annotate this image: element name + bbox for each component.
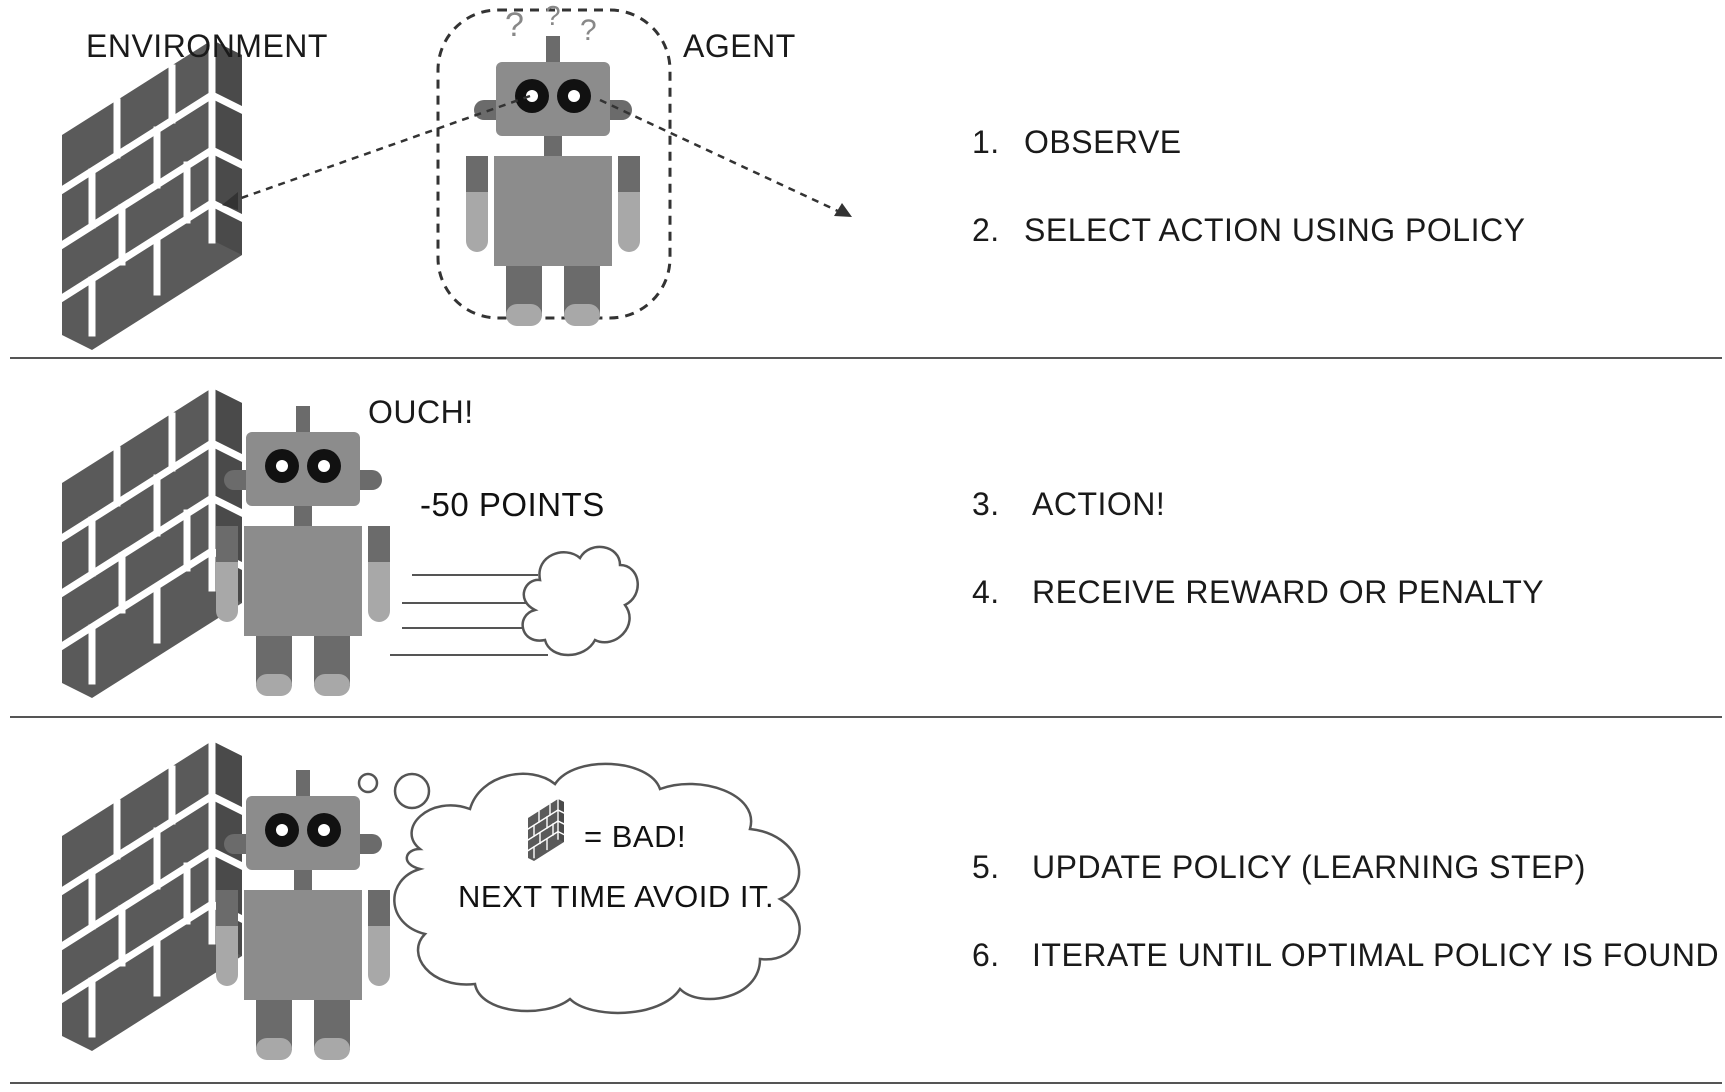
step-number: 3. — [972, 486, 1000, 522]
step-update-policy: 5. UPDATE POLICY (LEARNING STEP) — [972, 849, 1586, 886]
panel-action: OUCH! -50 POINTS 3. ACTION! 4. RECEIVE REW… — [0, 360, 1725, 717]
thought-cloud — [393, 762, 801, 1015]
step-number: 1. — [972, 124, 1000, 160]
agent-label: AGENT — [683, 28, 796, 64]
action-arrow-head — [834, 203, 852, 217]
step-number: 6. — [972, 937, 1000, 973]
bad-equation: = BAD! — [584, 819, 687, 854]
agent-robot-icon — [216, 406, 390, 696]
step-text: UPDATE POLICY (LEARNING STEP) — [1032, 849, 1586, 885]
update-illustration — [0, 719, 801, 1060]
panel-update: = BAD! NEXT TIME AVOID IT. 5. UPDATE POLI… — [0, 719, 1725, 1082]
action-illustration — [0, 360, 639, 717]
step-text: ITERATE UNTIL OPTIMAL POLICY IS FOUND — [1032, 937, 1720, 973]
brick-wall-icon — [62, 741, 242, 1051]
panel-observe: ? ? ? ENVIRONMENT AGENT 1. OBSERVE 2. SELE… — [0, 0, 1725, 358]
agent-boundary — [436, 8, 672, 320]
step-number: 5. — [972, 849, 1000, 885]
brick-wall-icon — [62, 388, 242, 698]
step-action: 3. ACTION! — [972, 486, 1165, 523]
divider-3 — [10, 1082, 1722, 1084]
question-mark-2: ? — [545, 0, 562, 31]
avoid-note: NEXT TIME AVOID IT. — [458, 879, 775, 914]
environment-label: ENVIRONMENT — [86, 28, 328, 64]
agent-robot-icon — [466, 36, 640, 326]
observe-arrow-head — [222, 192, 238, 210]
divider-1 — [10, 357, 1722, 359]
step-observe: 1. OBSERVE — [972, 124, 1182, 161]
step-text: OBSERVE — [1024, 124, 1182, 160]
step-text: RECEIVE REWARD OR PENALTY — [1032, 574, 1545, 610]
brick-wall-icon — [62, 40, 242, 350]
observe-arrow — [229, 94, 531, 204]
dust-cloud-icon — [521, 545, 639, 657]
divider-2 — [10, 716, 1722, 718]
step-receive-reward: 4. RECEIVE REWARD OR PENALTY — [972, 574, 1544, 611]
step-number: 4. — [972, 574, 1000, 610]
thought-dot-large — [393, 772, 431, 810]
thought-dot-small — [357, 772, 379, 794]
step-iterate: 6. ITERATE UNTIL OPTIMAL POLICY IS FOUND — [972, 937, 1719, 974]
question-mark-3: ? — [580, 14, 598, 47]
question-mark-1: ? — [505, 6, 525, 44]
step-number: 2. — [972, 212, 1000, 248]
observe-illustration — [0, 8, 852, 358]
action-arrow — [599, 98, 841, 214]
step-text: ACTION! — [1032, 486, 1166, 522]
step-select-action: 2. SELECT ACTION USING POLICY — [972, 212, 1525, 249]
step-text: SELECT ACTION USING POLICY — [1024, 212, 1526, 248]
penalty-points: -50 POINTS — [420, 486, 605, 523]
ouch-exclamation: OUCH! — [368, 394, 474, 430]
